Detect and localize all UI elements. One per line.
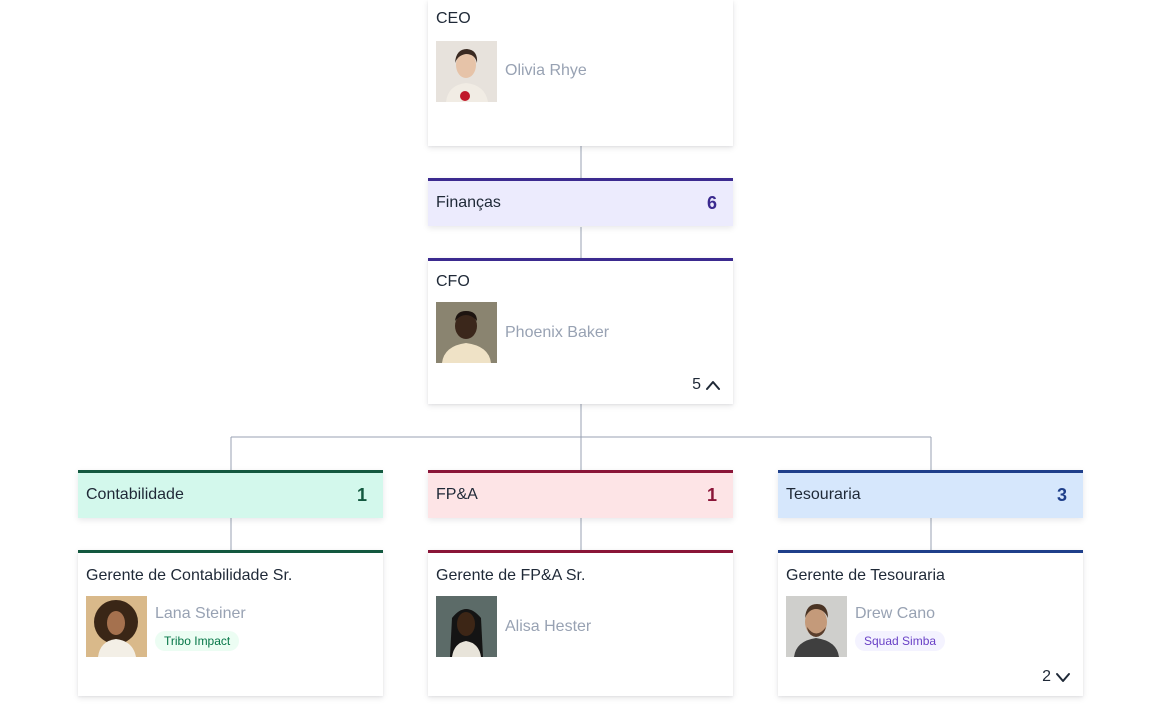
manager-role: Gerente de FP&A Sr.	[436, 567, 586, 584]
cfo-avatar	[436, 302, 497, 363]
cfo-name: Phoenix Baker	[505, 324, 610, 341]
manager-card-fpa[interactable]: Gerente de FP&A Sr. Alisa Hester	[428, 550, 733, 696]
dept-financas-count: 6	[706, 193, 717, 213]
dept-financas[interactable]: Finanças 6	[428, 178, 733, 226]
team-badge: Squad Simba	[855, 631, 946, 651]
tesouraria-reports-toggle[interactable]: 2	[1042, 668, 1071, 686]
ceo-avatar	[436, 41, 497, 102]
manager-role: Gerente de Contabilidade Sr.	[86, 567, 293, 584]
manager-name: Alisa Hester	[505, 618, 592, 635]
dept-fpa-label: FP&A	[436, 486, 478, 503]
dept-tesouraria[interactable]: Tesouraria 3	[778, 470, 1083, 518]
manager-card-tesouraria[interactable]: Gerente de Tesouraria Drew Cano Squad Si…	[778, 550, 1083, 696]
ceo-name: Olivia Rhye	[505, 62, 587, 79]
dept-contabilidade[interactable]: Contabilidade 1	[78, 470, 383, 518]
manager-avatar	[436, 596, 497, 657]
chevron-down-icon	[1056, 673, 1070, 682]
cfo-reports-toggle[interactable]: 5	[692, 376, 721, 394]
dept-contabilidade-count: 1	[356, 485, 367, 505]
ceo-role: CEO	[436, 10, 471, 27]
team-badge: Tribo Impact	[155, 631, 240, 651]
manager-name: Drew Cano	[855, 605, 936, 622]
dept-fpa-count: 1	[706, 485, 717, 505]
ceo-card[interactable]: CEO Olivia Rhye	[428, 0, 733, 146]
dept-tesouraria-label: Tesouraria	[786, 486, 861, 503]
manager-avatar	[786, 596, 847, 657]
tesouraria-reports-count: 2	[1042, 668, 1051, 685]
manager-role: Gerente de Tesouraria	[786, 567, 945, 584]
dept-fpa[interactable]: FP&A 1	[428, 470, 733, 518]
dept-financas-label: Finanças	[436, 194, 501, 211]
chevron-up-icon	[706, 381, 720, 390]
dept-tesouraria-count: 3	[1056, 485, 1067, 505]
cfo-card[interactable]: CFO Phoenix Baker 5	[428, 258, 733, 404]
cfo-reports-count: 5	[692, 376, 701, 393]
manager-card-contabilidade[interactable]: Gerente de Contabilidade Sr. Lana Steine…	[78, 550, 383, 696]
manager-avatar	[86, 596, 147, 657]
dept-contabilidade-label: Contabilidade	[86, 486, 184, 503]
cfo-role: CFO	[436, 273, 470, 290]
manager-name: Lana Steiner	[155, 605, 246, 622]
